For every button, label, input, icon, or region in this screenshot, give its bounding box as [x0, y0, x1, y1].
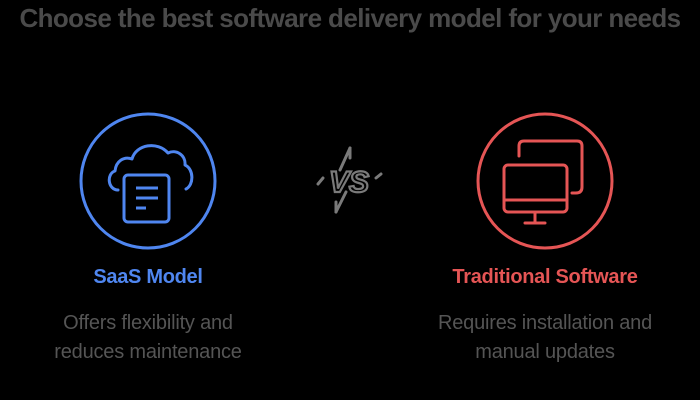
saas-description-line-1: Offers flexibility and	[63, 312, 233, 334]
desktop-monitor-icon	[476, 112, 614, 250]
page-title: Choose the best software delivery model …	[19, 3, 681, 33]
saas-icon-circle	[78, 111, 218, 251]
saas-label: SaaS Model	[93, 266, 203, 288]
vs-badge: VS	[310, 140, 390, 220]
vs-label: VS	[329, 166, 369, 199]
traditional-description-line-2: manual updates	[475, 341, 615, 363]
traditional-label: Traditional Software	[452, 266, 638, 288]
saas-description-line-2: reduces maintenance	[54, 341, 242, 363]
traditional-icon-circle	[476, 111, 616, 251]
traditional-description: Requires installation and manual updates	[405, 309, 685, 367]
vs-lightning-icon: VS	[316, 146, 383, 214]
saas-description: Offers flexibility and reduces maintenan…	[18, 309, 278, 367]
traditional-description-line-1: Requires installation and	[437, 312, 653, 334]
cloud-document-icon	[79, 112, 217, 250]
